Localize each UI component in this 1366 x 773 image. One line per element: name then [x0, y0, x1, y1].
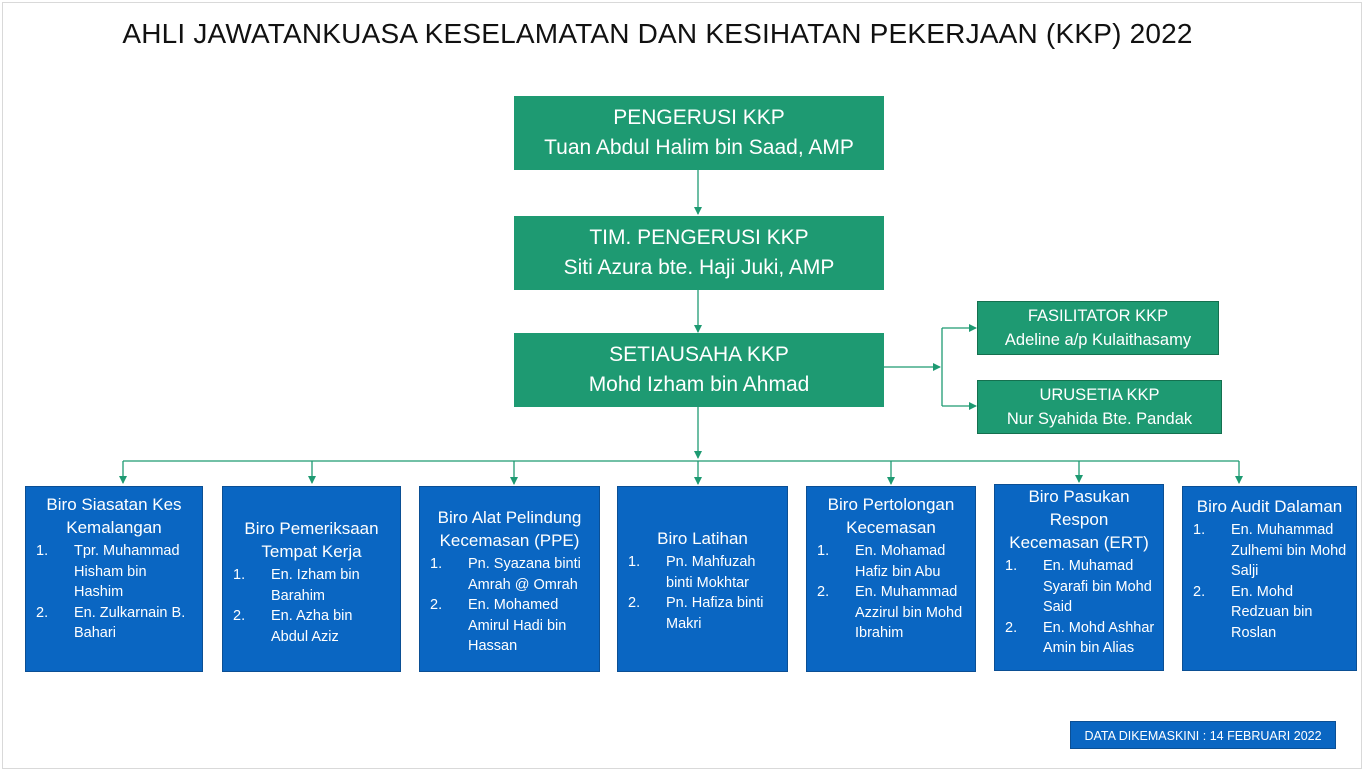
- list-item: 2. En. Mohd Redzuan bin Roslan: [1191, 582, 1348, 644]
- member-name: En. Zulkarnain B. Bahari: [74, 604, 186, 642]
- list-item: 2. En. Muhammad Azzirul bin Mohd Ibrahim: [815, 582, 967, 644]
- member-list: 1. En. Muhammad Zulhemi bin Mohd Salji 2.…: [1191, 520, 1348, 643]
- biro-title: Biro Latihan: [657, 529, 748, 548]
- biro-title: Biro Pasukan Respon Kecemasan (ERT): [1009, 487, 1149, 552]
- member-name: En. Mohd Ashhar Amin bin Alias: [1043, 619, 1155, 657]
- list-number: 2.: [36, 604, 49, 621]
- list-item: 2. En. Zulkarnain B. Bahari: [34, 603, 194, 644]
- list-number: 2.: [1005, 619, 1018, 636]
- list-number: 1.: [628, 554, 641, 570]
- list-item: 2. En. Azha bin Abdul Aziz: [231, 606, 392, 647]
- pengerusi-role: PENGERUSI KKP: [613, 106, 785, 129]
- list-number: 2.: [233, 608, 246, 624]
- biro-title: Biro Audit Dalaman: [1196, 497, 1343, 516]
- updated-date-badge: DATA DIKEMASKINI : 14 FEBRUARI 2022: [1070, 721, 1336, 749]
- list-number: 2.: [1193, 583, 1206, 600]
- list-number: 1.: [233, 567, 246, 583]
- member-name: En. Mohamed Amirul Hadi bin Hassan: [468, 597, 567, 654]
- list-item: 1. En. Mohamad Hafiz bin Abu: [815, 541, 967, 582]
- list-item: 1. Tpr. Muhammad Hisham bin Hashim: [34, 541, 194, 603]
- member-list: 1. En. Mohamad Hafiz bin Abu 2. En. Muhamm…: [815, 541, 967, 644]
- fasilitator-name: Adeline a/p Kulaithasamy: [1004, 331, 1192, 349]
- member-name: En. Azha bin Abdul Aziz: [271, 608, 353, 645]
- timbalan-name: Siti Azura bte. Haji Juki, AMP: [563, 256, 835, 279]
- member-name: Tpr. Muhammad Hisham bin Hashim: [74, 543, 180, 600]
- member-name: En. Mohamad Hafiz bin Abu: [855, 543, 946, 580]
- biro-box: Biro Siasatan Kes Kemalangan 1. Tpr. Muha…: [25, 486, 203, 672]
- list-item: 2. En. Mohd Ashhar Amin bin Alias: [1003, 618, 1155, 659]
- list-number: 2.: [817, 584, 830, 600]
- member-name: En. Muhamad Syarafi bin Mohd Said: [1043, 558, 1152, 615]
- urusetia-role: URUSETIA KKP: [1039, 386, 1160, 404]
- member-list: 1. En. Izham bin Barahim 2. En. Azha bin A…: [231, 565, 392, 647]
- setiausaha-role: SETIAUSAHA KKP: [609, 343, 789, 366]
- list-item: 2. Pn. Hafiza binti Makri: [626, 593, 779, 634]
- list-number: 1.: [36, 543, 49, 559]
- fasilitator-box: FASILITATOR KKP Adeline a/p Kulaithasamy: [977, 301, 1219, 355]
- page-title: AHLI JAWATANKUASA KESELAMATAN DAN KESIHA…: [122, 18, 1193, 49]
- member-list: 1. Pn. Mahfuzah binti Mokhtar 2. Pn. Hafiz…: [626, 552, 779, 634]
- list-number: 2.: [430, 597, 443, 613]
- member-name: Pn. Hafiza binti Makri: [666, 595, 764, 632]
- list-number: 1.: [1193, 522, 1206, 538]
- timbalan-role: TIM. PENGERUSI KKP: [589, 226, 809, 249]
- pengerusi-name: Tuan Abdul Halim bin Saad, AMP: [544, 136, 854, 159]
- member-list: 1. Pn. Syazana binti Amrah @ Omrah 2. En. …: [428, 554, 591, 657]
- list-number: 2.: [628, 595, 641, 611]
- urusetia-box: URUSETIA KKP Nur Syahida Bte. Pandak: [977, 380, 1222, 434]
- setiausaha-box: SETIAUSAHA KKP Mohd Izham bin Ahmad: [514, 333, 884, 407]
- list-item: 1. En. Muhamad Syarafi bin Mohd Said: [1003, 556, 1155, 618]
- member-list: 1. En. Muhamad Syarafi bin Mohd Said 2. En…: [1003, 556, 1155, 659]
- list-item: 1. Pn. Syazana binti Amrah @ Omrah: [428, 554, 591, 595]
- member-name: En. Muhammad Azzirul bin Mohd Ibrahim: [855, 584, 963, 641]
- biro-title: Biro Alat Pelindung Kecemasan (PPE): [437, 508, 582, 550]
- member-name: En. Mohd Redzuan bin Roslan: [1231, 583, 1313, 641]
- biro-box: Biro Audit Dalaman 1. En. Muhammad Zulhem…: [1182, 486, 1357, 671]
- urusetia-name: Nur Syahida Bte. Pandak: [1006, 410, 1193, 428]
- member-name: En. Muhammad Zulhemi bin Mohd Salji: [1231, 522, 1347, 579]
- timbalan-pengerusi-box: TIM. PENGERUSI KKP Siti Azura bte. Haji …: [514, 216, 884, 290]
- list-item: 1. En. Izham bin Barahim: [231, 565, 392, 606]
- biro-title: Biro Pemeriksaan Tempat Kerja: [244, 519, 379, 561]
- biro-title: Biro Siasatan Kes Kemalangan: [46, 495, 182, 537]
- biro-box: Biro Pasukan Respon Kecemasan (ERT) 1. En…: [994, 484, 1164, 671]
- member-list: 1. Tpr. Muhammad Hisham bin Hashim 2. En. …: [34, 541, 194, 644]
- biro-box: Biro Latihan 1. Pn. Mahfuzah binti Mokhta…: [617, 486, 788, 672]
- biro-title: Biro Pertolongan Kecemasan: [827, 495, 955, 537]
- list-item: 1. Pn. Mahfuzah binti Mokhtar: [626, 552, 779, 593]
- pengerusi-box: PENGERUSI KKP Tuan Abdul Halim bin Saad,…: [514, 96, 884, 170]
- member-name: Pn. Mahfuzah binti Mokhtar: [666, 554, 756, 591]
- biro-box: Biro Alat Pelindung Kecemasan (PPE) 1. Pn…: [419, 486, 600, 672]
- list-number: 1.: [817, 543, 830, 559]
- list-number: 1.: [1005, 558, 1018, 574]
- member-name: Pn. Syazana binti Amrah @ Omrah: [468, 556, 581, 593]
- list-item: 1. En. Muhammad Zulhemi bin Mohd Salji: [1191, 520, 1348, 582]
- list-number: 1.: [430, 556, 443, 572]
- biro-box: Biro Pemeriksaan Tempat Kerja 1. En. Izha…: [222, 486, 401, 672]
- list-item: 2. En. Mohamed Amirul Hadi bin Hassan: [428, 595, 591, 657]
- fasilitator-role: FASILITATOR KKP: [1027, 307, 1169, 325]
- biro-box: Biro Pertolongan Kecemasan 1. En. Mohamad…: [806, 486, 976, 672]
- member-name: En. Izham bin Barahim: [271, 567, 360, 604]
- setiausaha-name: Mohd Izham bin Ahmad: [588, 373, 810, 396]
